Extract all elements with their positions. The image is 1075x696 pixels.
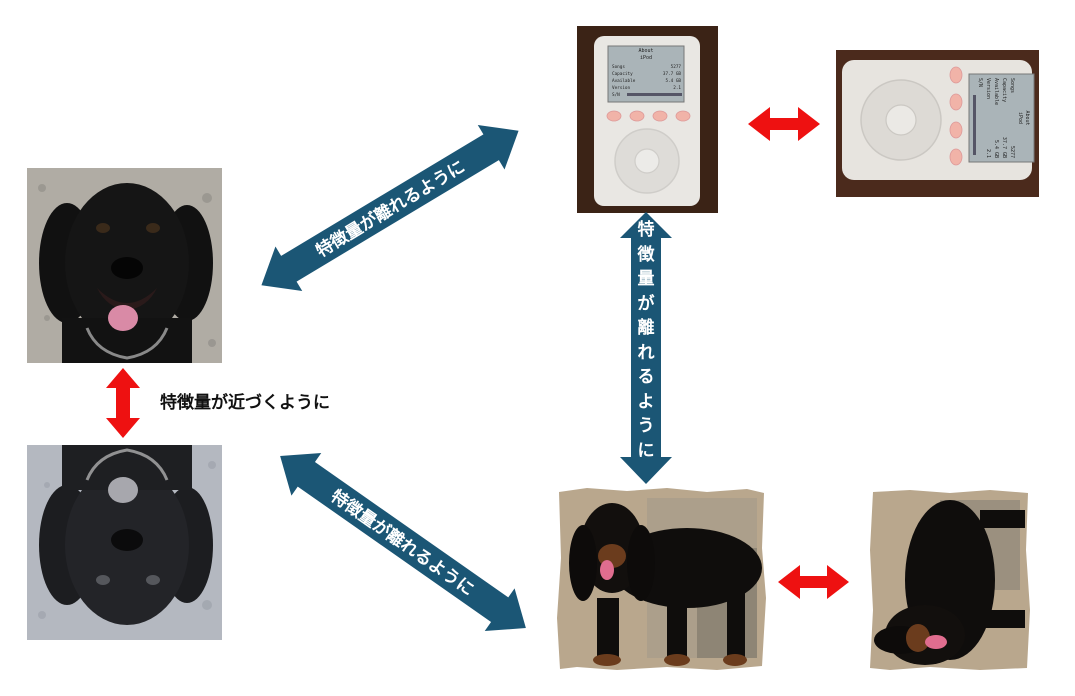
ipod-rotated-row-key: Songs [1009, 78, 1015, 93]
dog-photo-flipped [27, 445, 222, 640]
vertical-label-char: よ [637, 391, 655, 412]
ipod-screen-row-key: Songs [612, 64, 625, 70]
ipod-screen-model: iPod [640, 55, 652, 61]
ipod-screen-row-value: 5277 [671, 64, 682, 70]
label-far-upper-left: 特徴量が離れるように [312, 156, 469, 262]
ipod-photo-original: About iPod Songs 5277 Capacity 37.7 GB A… [577, 26, 718, 213]
ipod-screen-header: About [638, 48, 653, 54]
ipod-rotated-screen-model: iPod [1017, 112, 1023, 124]
vertical-label-char: れ [637, 342, 655, 363]
ipod-rotated-row-value: 5.4 GB [993, 140, 999, 158]
ipod-rotated-row-key: Available [993, 78, 999, 105]
ipod-rotated-row-value: 2.1 [985, 149, 991, 158]
ipod-rotated-row-key: Capacity [1001, 78, 1007, 102]
blue-arrow-upper-left: 特徴量が離れるように [261, 124, 519, 292]
red-arrow-ipod-pair [748, 107, 820, 141]
blue-arrow-lower-left: 特徴量が離れるように [280, 453, 526, 631]
vertical-label-char: 量 [637, 269, 655, 290]
setter-photo-rotated [870, 490, 1030, 670]
dog-photo-original [27, 168, 222, 363]
ipod-rotated-row-key: Version [985, 78, 991, 99]
label-near: 特徴量が近づくように [160, 393, 330, 413]
vertical-label-char: 特 [637, 220, 655, 240]
red-arrow-vertical [106, 368, 140, 438]
ipod-screen-row-value: 2.1 [673, 85, 681, 91]
vertical-label-char: る [637, 367, 655, 388]
label-far-lower-left: 特徴量が離れるように [327, 485, 478, 600]
ipod-rotated-screen-header: About [1024, 110, 1030, 125]
ipod-screen-row-key: Version [612, 85, 631, 91]
label-far-vertical: 特徴量が離れるように [629, 222, 663, 460]
vertical-label-char: に [637, 440, 655, 461]
vertical-label-char: 徴 [637, 244, 655, 265]
setter-photo-original [557, 488, 766, 670]
ipod-screen-row-value: 5.4 GB [665, 78, 681, 84]
red-arrow-setter-pair [778, 565, 849, 599]
vertical-label-char: が [637, 293, 655, 314]
ipod-rotated-row-value: 5277 [1009, 146, 1015, 158]
ipod-screen-row-key: Available [612, 78, 636, 84]
vertical-label-char: う [637, 416, 655, 437]
ipod-rotated-row-value: 37.7 GB [1001, 137, 1007, 158]
ipod-rotated-row-key: S/N [977, 78, 983, 87]
ipod-screen-row-value: 37.7 GB [663, 71, 682, 77]
ipod-photo-rotated: About iPod Songs 5277 Capacity 37.7 GB A… [836, 50, 1039, 197]
vertical-label-char: 離 [637, 318, 655, 339]
ipod-screen-row-key: Capacity [612, 71, 633, 77]
ipod-screen-row-key: S/N [612, 92, 620, 98]
